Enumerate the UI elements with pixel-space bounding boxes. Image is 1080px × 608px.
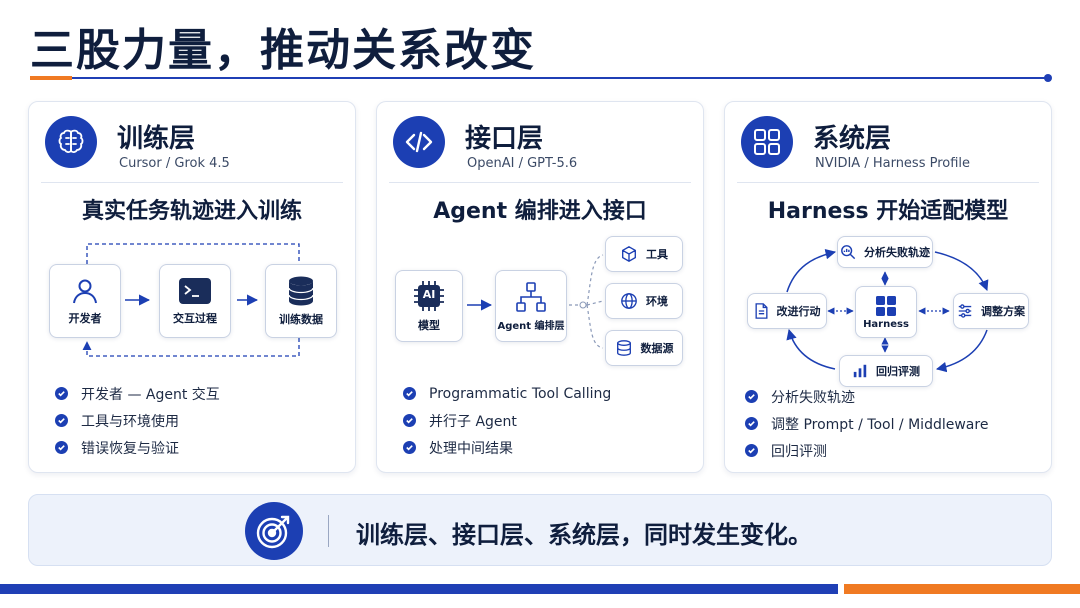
footer-bar-orange <box>844 584 1080 594</box>
list-item: 开发者 — Agent 交互 <box>55 380 220 407</box>
footer-bar-blue <box>0 584 838 594</box>
grid-icon <box>741 116 793 168</box>
check-icon <box>55 414 68 427</box>
node-orchestrator: Agent 编排层 <box>495 270 567 342</box>
chip-icon: AI <box>412 279 446 313</box>
card-training-layer: 训练层 Cursor / Grok 4.5 真实任务轨迹进入训练 开发者 交互过… <box>28 101 356 473</box>
list-item: 工具与环境使用 <box>55 407 220 434</box>
node-model: AI 模型 <box>395 270 463 342</box>
list-item: 调整 Prompt / Tool / Middleware <box>745 410 988 437</box>
list-item: 处理中间结果 <box>403 434 611 461</box>
node-harness: Harness <box>855 286 917 338</box>
bullet-text: Programmatic Tool Calling <box>429 385 612 402</box>
bullet-list: Programmatic Tool Calling 并行子 Agent 处理中间… <box>403 380 611 461</box>
check-icon <box>403 441 416 454</box>
output-tools: 工具 <box>605 236 683 272</box>
card-title: 系统层 <box>813 124 892 154</box>
list-item: 回归评测 <box>745 437 988 464</box>
database-icon <box>288 276 314 306</box>
bullet-list: 开发者 — Agent 交互 工具与环境使用 错误恢复与验证 <box>55 380 220 461</box>
database-icon <box>616 340 631 356</box>
brain-icon <box>45 116 97 168</box>
node-interaction: 交互过程 <box>159 264 231 338</box>
bullet-text: 调整 Prompt / Tool / Middleware <box>771 416 989 433</box>
title-rule-dot <box>1044 74 1052 82</box>
title-rule-accent <box>30 76 72 80</box>
hierarchy-icon <box>516 281 546 312</box>
check-icon <box>745 417 758 430</box>
card-interface-layer: 接口层 OpenAI / GPT-5.6 Agent 编排进入接口 AI 模型 … <box>376 101 704 473</box>
card-divider <box>389 182 691 183</box>
search-chart-icon <box>841 245 856 260</box>
step-adjust: 调整方案 <box>953 293 1029 329</box>
list-item: 并行子 Agent <box>403 407 611 434</box>
card-title: 接口层 <box>465 124 544 154</box>
bullet-text: 处理中间结果 <box>429 440 513 457</box>
node-label: 模型 <box>418 319 440 332</box>
card-title: 训练层 <box>117 124 196 154</box>
cube-icon <box>622 246 636 262</box>
card-divider <box>41 182 343 183</box>
pill-label: 改进行动 <box>776 305 821 318</box>
list-item: Programmatic Tool Calling <box>403 380 611 407</box>
bullet-list: 分析失败轨迹 调整 Prompt / Tool / Middleware 回归评… <box>745 383 988 464</box>
bullet-text: 分析失败轨迹 <box>771 389 855 406</box>
title-rule <box>30 77 1048 79</box>
page-title: 三股力量，推动关系改变 <box>30 25 536 76</box>
card-subtitle: Cursor / Grok 4.5 <box>119 156 230 171</box>
code-icon <box>393 116 445 168</box>
summary-banner: 训练层、接口层、系统层，同时发生变化。 <box>28 494 1052 566</box>
person-icon <box>73 279 97 304</box>
check-icon <box>745 444 758 457</box>
card-subtitle: NVIDIA / Harness Profile <box>815 156 971 171</box>
list-item: 分析失败轨迹 <box>745 383 988 410</box>
bullet-text: 并行子 Agent <box>429 413 517 430</box>
card-heading: Agent 编排进入接口 <box>433 199 647 224</box>
node-label: Agent 编排层 <box>497 320 565 332</box>
pill-label: 分析失败轨迹 <box>864 246 930 259</box>
card-divider <box>737 182 1039 183</box>
check-icon <box>403 414 416 427</box>
bullet-text: 错误恢复与验证 <box>81 440 179 457</box>
output-data-source: 数据源 <box>605 330 683 366</box>
pill-label: 环境 <box>646 295 668 308</box>
banner-separator <box>328 515 329 547</box>
node-label: Harness <box>863 318 909 330</box>
pill-label: 回归评测 <box>876 365 920 378</box>
node-developer: 开发者 <box>49 264 121 338</box>
card-heading: 真实任务轨迹进入训练 <box>81 199 302 224</box>
globe-icon <box>621 293 637 309</box>
card-subtitle: OpenAI / GPT-5.6 <box>467 156 578 171</box>
node-training-data: 训练数据 <box>265 264 337 338</box>
card-system-layer: 系统层 NVIDIA / Harness Profile Harness 开始适… <box>724 101 1052 473</box>
banner-text: 训练层、接口层、系统层，同时发生变化。 <box>356 521 812 549</box>
list-item: 错误恢复与验证 <box>55 434 220 461</box>
step-regression: 回归评测 <box>839 355 933 387</box>
check-icon <box>55 387 68 400</box>
bullet-text: 开发者 — Agent 交互 <box>81 386 220 403</box>
node-label: 开发者 <box>68 312 102 325</box>
terminal-icon <box>179 278 211 304</box>
bar-chart-icon <box>853 364 867 378</box>
output-environment: 环境 <box>605 283 683 319</box>
card-heading: Harness 开始适配模型 <box>767 199 1009 224</box>
step-improve: 改进行动 <box>747 293 827 329</box>
sliders-icon <box>958 304 972 318</box>
check-icon <box>55 441 68 454</box>
check-icon <box>745 390 758 403</box>
document-icon <box>755 303 767 319</box>
pill-label: 数据源 <box>640 342 674 355</box>
node-label: 交互过程 <box>173 312 217 325</box>
pill-label: 工具 <box>646 248 668 261</box>
bullet-text: 工具与环境使用 <box>81 413 179 430</box>
step-analyze: 分析失败轨迹 <box>837 236 933 268</box>
node-label: 训练数据 <box>279 313 323 326</box>
chip-text: AI <box>422 288 436 301</box>
target-icon <box>245 502 303 560</box>
grid-icon <box>876 295 896 316</box>
pill-label: 调整方案 <box>981 305 1025 318</box>
check-icon <box>403 387 416 400</box>
bullet-text: 回归评测 <box>771 443 827 460</box>
